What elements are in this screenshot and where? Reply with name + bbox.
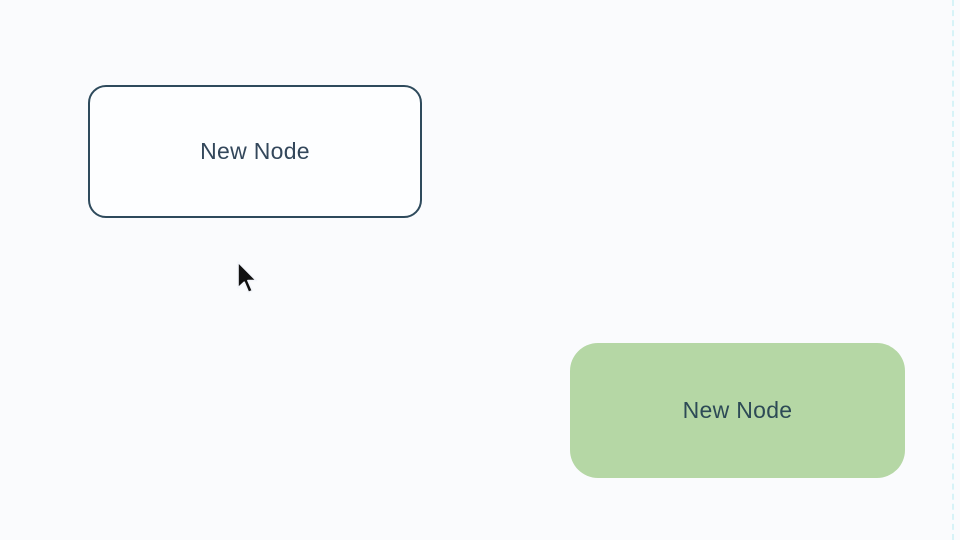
node-label: New Node bbox=[200, 138, 310, 164]
node-new-node-filled[interactable]: New Node bbox=[570, 343, 905, 478]
mouse-arrow-cursor bbox=[237, 261, 258, 294]
node-label: New Node bbox=[682, 397, 793, 423]
node-new-node-outline[interactable]: New Node bbox=[88, 85, 422, 218]
canvas-edge-guide-line bbox=[952, 0, 954, 540]
